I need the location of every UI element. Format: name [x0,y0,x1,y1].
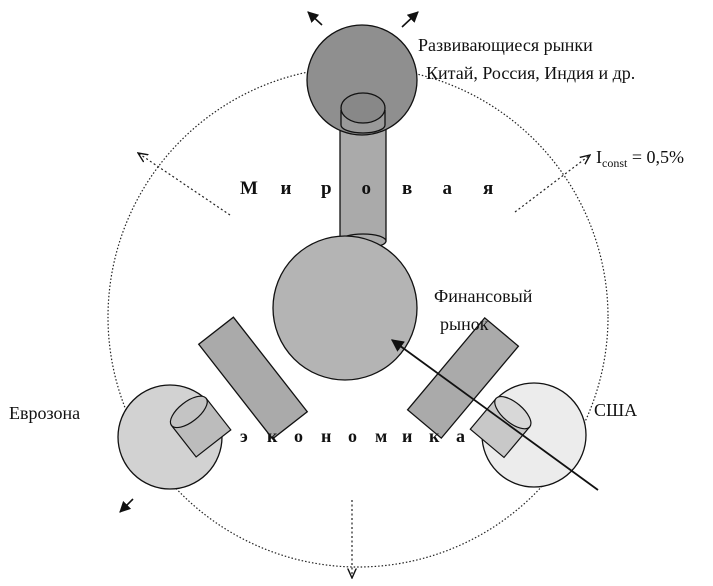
world-word-letter: М [240,178,258,199]
interest-rate-label: Iconst = 0,5% [596,147,684,170]
world-word-letter: а [443,178,453,199]
world-word-letter: и [281,178,292,199]
emerging-markets-sphere [307,25,417,135]
usa-sphere [470,383,586,487]
world-word-letter: о [362,178,372,199]
financial-market-sphere [273,236,417,380]
financial-market-label-line1: Финансовый [434,286,533,306]
usa-label: США [594,400,637,420]
outward-arrow-left [120,499,133,512]
economy-word-letter: к [267,426,278,446]
eurozone-sphere [118,385,231,489]
economy-word-letter: о [294,426,303,446]
financial-market-label-line2: рынок [440,314,489,334]
expansion-arrow-upper-left [138,153,230,215]
world-word-letter: в [402,178,412,199]
economy-word-letter: э [240,426,248,446]
economy-word-letter: и [402,426,412,446]
economy-word-letter: н [321,426,331,446]
eurozone-label: Еврозона [9,403,80,423]
outward-arrow-top-right [402,12,418,27]
economy-word-letter: о [348,426,357,446]
world-word-letter: р [321,178,332,199]
economy-word-letter: а [456,426,465,446]
expansion-arrow-upper-right [515,155,590,212]
world-word-letter: я [483,178,493,199]
economy-word-letter: м [375,426,387,446]
outward-arrow-top-left [308,12,322,25]
economy-word-letter: к [429,426,440,446]
emerging-markets-label-line1: Развивающиеся рынки [418,35,593,55]
emerging-markets-label-line2: Китай, Россия, Индия и др. [426,63,635,83]
